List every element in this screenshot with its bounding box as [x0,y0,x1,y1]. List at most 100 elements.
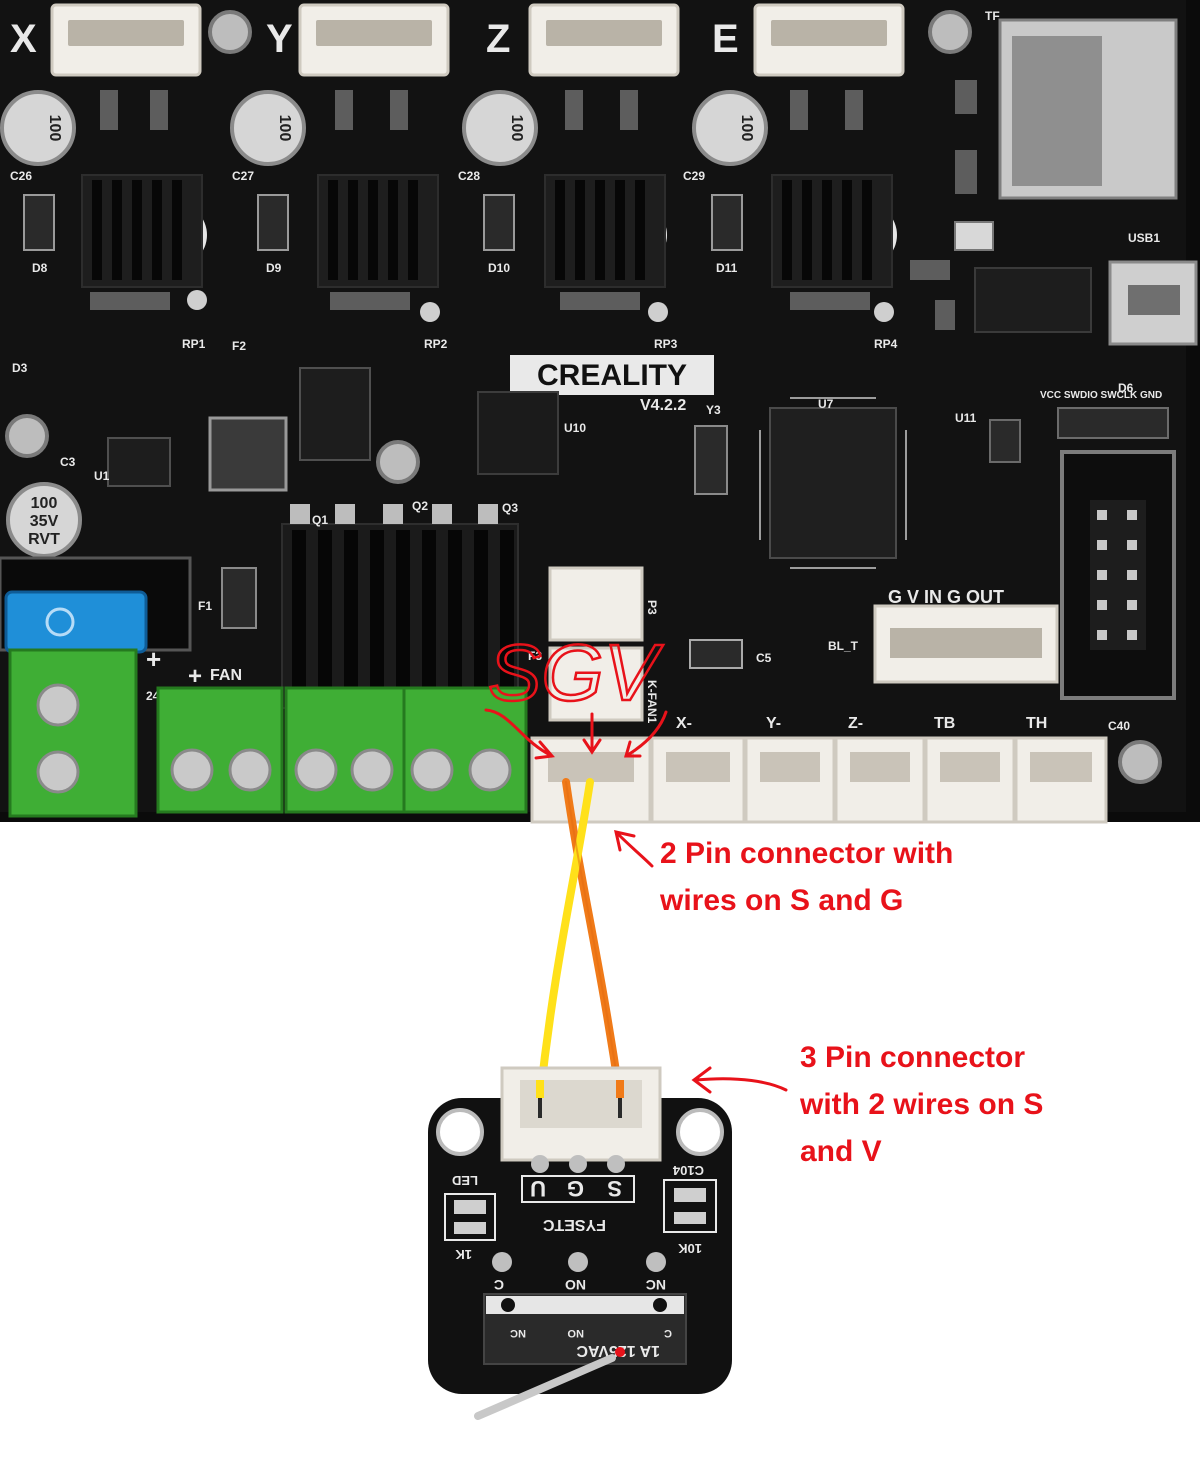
brand-name: CREALITY [537,359,687,392]
mounting-hole-center [376,440,420,484]
capacitor-3: 100 [462,90,538,166]
thermistor-label-tb: TB [934,715,955,732]
silkscreen-labels: U10 U7 Y3 U11 D6 Q1 Q2 Q3 U1 F1 F2 F3 D3… [12,339,1134,663]
k-fan2-connector [548,646,644,722]
cap-id-c29: C29 [683,169,705,183]
two-pin-annotation: 2 Pin connector with wires on S and G [660,830,953,924]
label-f3: F3 [528,649,542,663]
switch-pin-u: U [530,1176,546,1201]
k-fan2-label: K-FAN1 [645,680,659,724]
endstop-label-z: Z- [848,715,863,732]
three-pin-line-2: with 2 wires on S [800,1088,1044,1121]
two-pin-line-2: wires on S and G [660,884,904,917]
switch-1k-label: 1K [455,1247,472,1262]
label-f2: F2 [232,339,246,353]
capacitor-5: 100 35V RVT [6,482,82,558]
swd-header: VCC SWDIO SWCLK GND [1040,390,1169,439]
switch-cap-c104 [674,1188,706,1202]
switch-c104-label: C104 [672,1163,704,1178]
switch-lever-no: NO [567,1327,584,1339]
handwritten-sgv: SGV [488,628,664,717]
rp-id-rp1: RP1 [182,337,206,351]
label-q1: Q1 [312,513,328,527]
label-q2: Q2 [412,499,428,513]
svg-text:100: 100 [31,495,58,512]
mcu-chip [759,397,907,569]
k-fan1-label: P3 [645,600,659,615]
label-d6: D6 [1118,381,1134,395]
annotation-arrows [614,830,788,1094]
stepper-label-e: E [712,17,739,61]
svg-text:100: 100 [276,115,293,142]
switch-brand: FYSETC [542,1216,606,1233]
power-plus-label: + [146,644,161,674]
switch-leg-nc: NC [646,1277,666,1293]
crystal-y3 [694,425,728,495]
switch-3pin-connector [500,1066,662,1173]
lcd-box-header [1060,450,1176,700]
bltouch-header: G V IN G OUT [873,587,1059,684]
switch-leg-no: NO [565,1277,586,1293]
p3-label: C5 [756,651,772,665]
svg-text:100: 100 [738,115,755,142]
switch-lever-nc: NC [510,1327,526,1339]
wires [536,778,624,1102]
mounting-hole-left [5,414,49,458]
switch-lever-c: C [664,1327,672,1339]
mounting-hole-bottom-right [1118,740,1162,784]
endstop-switch-module: U G S LED 1K C104 10K FYSETC C NO NC 1A … [428,1066,732,1420]
switch-pin-s: S [607,1176,622,1201]
endstop-label-x: X- [676,715,692,732]
two-pin-line-1: 2 Pin connector with [660,837,954,870]
diodes: D8 D9 D10 D11 [23,194,743,275]
label-q3: Q3 [502,501,518,515]
svg-text:RVT: RVT [28,531,60,548]
stepper-connectors: X Y Z E [10,3,905,77]
chip-u10 [477,391,559,475]
diode-d7 [221,567,257,629]
crystal-y2 [954,221,994,251]
label-u11: U11 [955,411,977,425]
driver-heatsink-e [771,174,897,288]
fan-label: FAN [210,667,242,684]
bed-terminal [284,686,406,814]
arrow-to-2pin [614,830,654,868]
switch-led-label: LED [452,1173,478,1188]
mounting-holes [5,10,1162,784]
driver-heatsinks [81,174,897,288]
stepper-label-x: X [10,17,37,61]
three-pin-annotation: 3 Pin connector with 2 wires on S and V [800,1034,1043,1175]
regulator-u2 [299,367,371,461]
label-c40: C40 [1108,719,1130,733]
svg-text:35V: 35V [30,513,59,530]
blade-fuse [4,590,148,654]
cap-id-c27: C27 [232,169,254,183]
capacitor-2: 100 [230,90,306,166]
chip-u9 [974,267,1092,333]
rp-id-rp4: RP4 [874,337,898,351]
brand-logo: CREALITY V4.2.2 [510,355,714,414]
cap-id-c28: C28 [458,169,480,183]
output-terminals: + FAN [156,663,528,814]
microswitch-body: 1A 125VAC C NO NC [483,1293,687,1365]
board-version: V4.2.2 [640,397,686,414]
switch-resistor-1k [454,1222,486,1234]
tf-label: TF [985,9,1000,23]
three-pin-line-3: and V [800,1135,882,1168]
driver-heatsink-y [317,174,439,288]
fan-terminal [156,686,284,814]
p3-header [689,639,743,669]
switch-resistor-10k [674,1212,706,1224]
power-input-terminal: + 24V [8,644,167,818]
thermistor-label-th: TH [1026,715,1047,732]
switch-10k-label: 10K [678,1241,702,1256]
creality-mainboard: X Y Z E 100 100 100 100 C26 C2 [0,0,1200,824]
mounting-hole-top-left [208,10,252,54]
switch-leg-c: C [494,1277,504,1293]
endstop-connectors: X- Y- Z- TB TH C40 [530,715,1130,824]
switch-lever [474,1354,616,1420]
arrow-g [582,712,602,755]
stepper-label-z: Z [486,17,510,61]
arrow-to-3pin [691,1066,788,1094]
label-u10: U10 [564,421,586,435]
